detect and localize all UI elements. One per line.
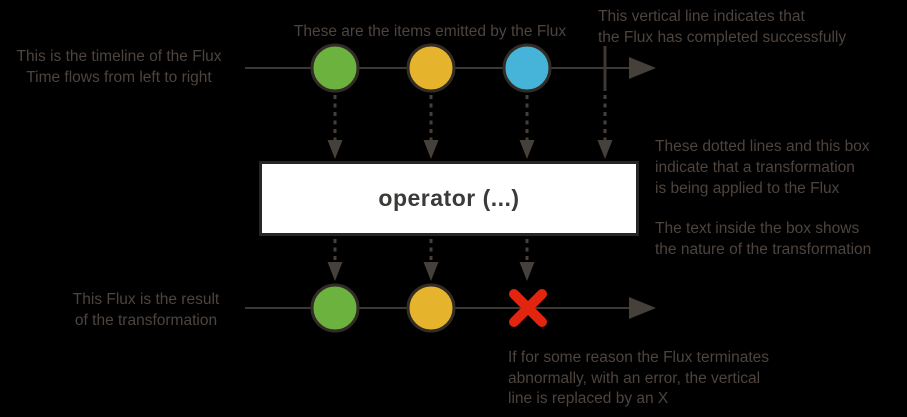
annotation-result: This Flux is the result of the transform… [72, 291, 220, 329]
top-marble-yellow [406, 43, 456, 93]
annotation-completion: This vertical line indicates that the Fl… [598, 8, 847, 46]
dotted-arrow-bottom-3 [519, 239, 535, 281]
bottom-timeline-arrowhead-icon [629, 297, 656, 319]
bottom-marble-yellow [406, 283, 456, 333]
top-timeline-arrowhead-icon [629, 57, 656, 79]
error-x-icon [509, 289, 547, 327]
dotted-arrow-bottom-1 [327, 239, 343, 281]
dotted-arrow-top-2 [423, 95, 439, 159]
annotation-items-emitted: These are the items emitted by the Flux [293, 23, 567, 40]
operator-box-label: operator (...) [378, 185, 520, 211]
bottom-marble-green [310, 283, 360, 333]
annotation-box-text: The text inside the box shows the nature… [655, 220, 872, 258]
operator-box: operator (...) [259, 161, 639, 236]
dotted-arrow-top-4 [597, 95, 613, 159]
annotation-transformation: These dotted lines and this box indicate… [655, 138, 870, 197]
dotted-arrow-bottom-2 [423, 239, 439, 281]
top-marble-blue [502, 43, 552, 93]
top-marble-green [310, 43, 360, 93]
annotation-timeline: This is the timeline of the Flux Time fl… [16, 48, 222, 86]
annotation-error: If for some reason the Flux terminates a… [508, 349, 770, 407]
dotted-arrow-top-3 [519, 95, 535, 159]
dotted-arrow-top-1 [327, 95, 343, 159]
